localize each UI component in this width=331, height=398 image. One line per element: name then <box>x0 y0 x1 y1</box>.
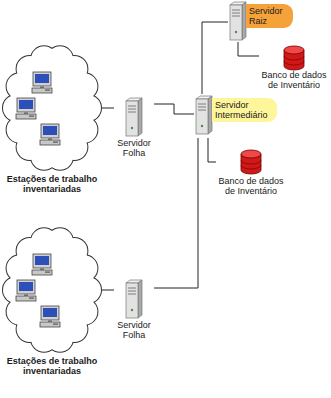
database-icon <box>284 46 304 70</box>
workstation-icon <box>40 124 60 145</box>
database-node: Banco de dados de Inventário <box>259 44 329 90</box>
server-icon <box>126 280 142 318</box>
node-label: Servidor Folha <box>114 320 154 340</box>
server-icon <box>230 2 246 40</box>
workstation-cloud: Estações de trabalho inventariadas <box>2 44 102 194</box>
workstation-icon <box>32 254 52 275</box>
network-link <box>102 108 114 109</box>
network-link <box>208 138 216 162</box>
server-icon <box>126 98 142 136</box>
cloud-outline <box>3 46 101 170</box>
network-link <box>154 138 198 288</box>
node-label: Servidor Folha <box>114 138 154 158</box>
server-node: Servidor Intermediário <box>194 94 277 138</box>
server-node: Servidor Folha <box>114 278 154 340</box>
network-link <box>102 290 114 291</box>
network-link <box>238 42 259 56</box>
database-icon <box>241 150 261 174</box>
cloud-outline <box>3 228 101 351</box>
node-label: Banco de dados de Inventário <box>259 70 329 90</box>
database-node: Banco de dados de Inventário <box>216 148 286 196</box>
server-node: Servidor Raiz <box>228 2 293 42</box>
workstation-cloud: Estações de trabalho inventariadas <box>2 226 102 376</box>
workstation-icon <box>32 72 52 93</box>
network-link <box>154 104 194 114</box>
server-label: Servidor Raiz <box>246 4 293 28</box>
network-link <box>202 22 228 94</box>
server-icon <box>196 96 212 134</box>
workstation-icon <box>16 280 36 301</box>
server-node: Servidor Folha <box>114 96 154 158</box>
node-label: Estações de trabalho inventariadas <box>2 356 102 376</box>
workstation-icon <box>40 306 60 327</box>
workstation-icon <box>16 98 36 119</box>
server-label: Servidor Intermediário <box>212 98 277 122</box>
node-label: Estações de trabalho inventariadas <box>2 174 102 194</box>
node-label: Banco de dados de Inventário <box>216 176 286 196</box>
